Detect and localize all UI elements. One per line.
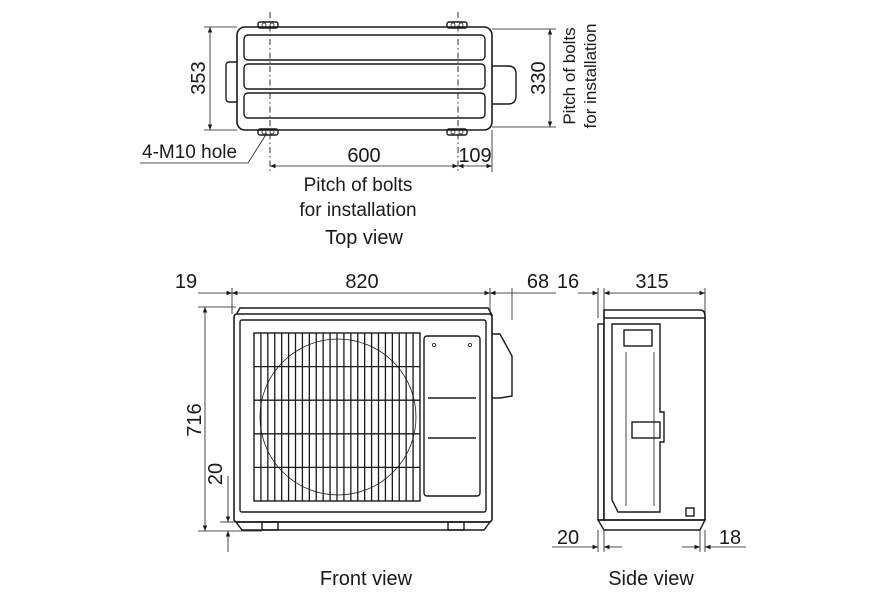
hole-label: 4-M10 hole (142, 142, 237, 163)
top-unit-body (236, 26, 493, 131)
dim-side-depth: 315 (635, 271, 668, 293)
front-view: 19 820 68 716 20 (175, 271, 556, 590)
side-handle-mid (631, 421, 661, 439)
front-base (234, 521, 492, 531)
side-view: 16 315 20 18 Side view (552, 271, 746, 590)
screw (467, 342, 472, 347)
top-view-caption: Top view (325, 227, 403, 249)
front-view-caption: Front view (320, 568, 413, 590)
screw (431, 342, 436, 347)
side-handle-top (623, 329, 653, 347)
dim-front-right: 68 (527, 271, 549, 293)
bolt-hole (450, 22, 456, 28)
dim-offset: 109 (458, 145, 491, 167)
pitch-note-1: Pitch of bolts (304, 175, 413, 196)
bolt-hole (261, 22, 267, 28)
fan-grille (254, 333, 420, 501)
top-valve-cover (490, 65, 517, 105)
bolt-hole (269, 22, 275, 28)
dim-side-front: 16 (557, 271, 579, 293)
dim-bolt-pitch-width: 600 (347, 145, 380, 167)
service-panel (423, 335, 481, 497)
top-foot-tl (257, 21, 279, 29)
top-fin-3 (243, 92, 486, 119)
dim-front-foot: 20 (205, 463, 227, 485)
bolt-hole (450, 129, 456, 135)
fan-circle (259, 338, 417, 496)
dim-top-bolt-depth: 330 (528, 61, 550, 94)
dim-side-bottom-right: 18 (719, 527, 741, 549)
dim-side-bottom-left: 20 (557, 527, 579, 549)
top-foot-br (446, 128, 468, 136)
top-fin-1 (243, 34, 486, 61)
bolt-hole (458, 22, 464, 28)
pitch-note-2: for installation (299, 200, 416, 221)
side-drain (685, 507, 695, 517)
side-fin (597, 323, 605, 521)
top-view: 353 330 Pitch of bolts for installation … (140, 12, 600, 249)
dim-front-height: 716 (184, 403, 206, 436)
front-foot-right (447, 521, 465, 531)
top-fin-2 (243, 63, 486, 90)
side-pitch-note-1: Pitch of bolts (560, 27, 579, 124)
dim-front-width: 820 (345, 271, 378, 293)
front-valve-bump (490, 333, 513, 399)
front-panel (239, 319, 487, 513)
bolt-hole (261, 129, 267, 135)
side-panel-outline (611, 323, 665, 513)
side-base (596, 519, 707, 531)
bolt-hole (458, 129, 464, 135)
bolt-hole (269, 129, 275, 135)
dim-front-left: 19 (175, 271, 197, 293)
side-view-caption: Side view (608, 568, 694, 590)
top-foot-bl (257, 128, 279, 136)
dim-top-depth: 353 (188, 61, 210, 94)
side-unit-body (603, 309, 706, 521)
hole-leader (140, 132, 268, 164)
top-foot-tr (446, 21, 468, 29)
front-foot-left (261, 521, 279, 531)
side-pitch-note-2: for installation (581, 24, 600, 129)
